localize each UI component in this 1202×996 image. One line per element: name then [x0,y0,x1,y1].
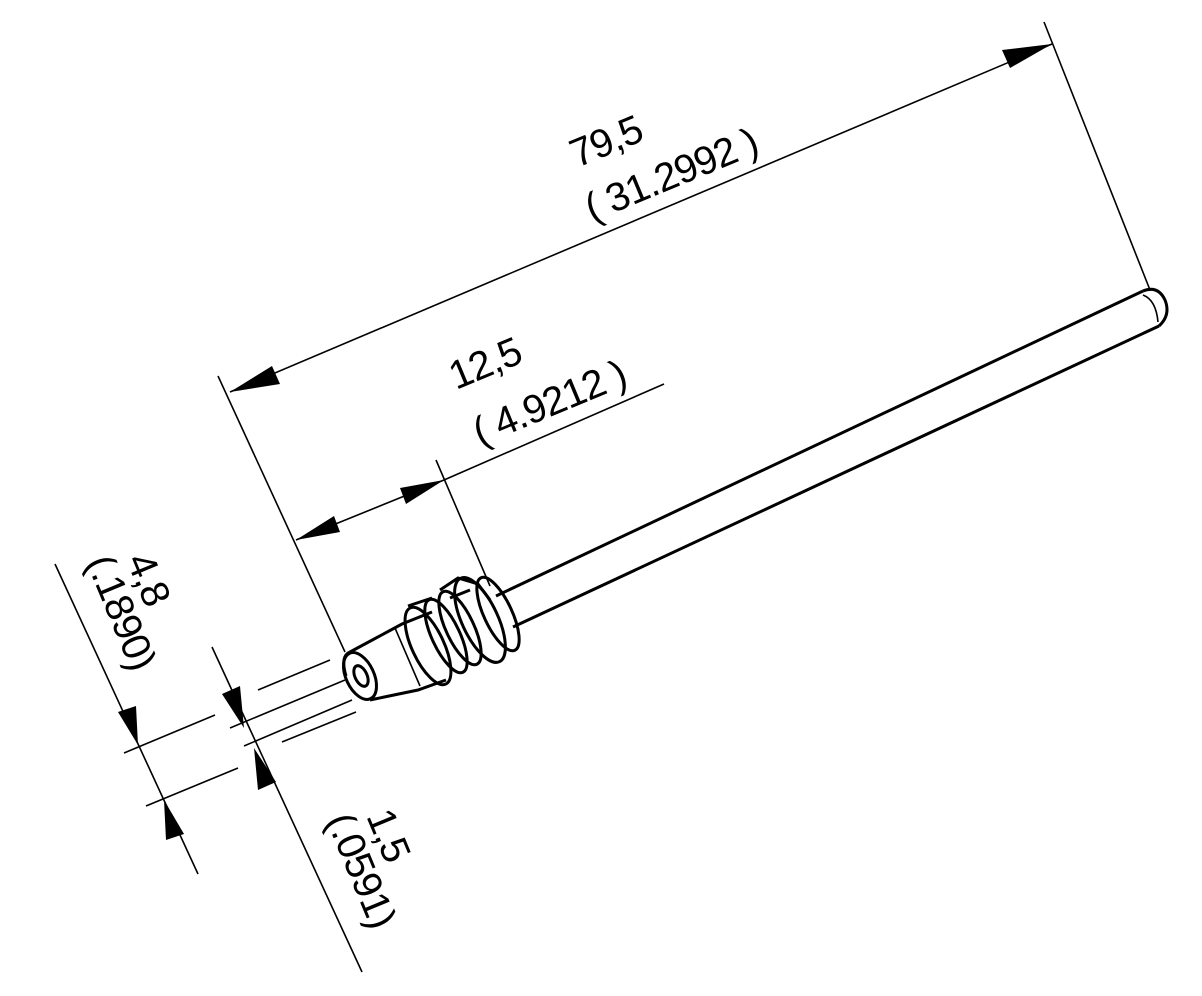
dimension-overall-length: 79,5 ( 31.2992 ) [217,21,1151,653]
dim-arrow-right-overall [1002,44,1052,68]
nozzle-tip-body [341,575,521,702]
dim-arrow-top-od [118,706,138,745]
dimension-tip-length: 12,5 ( 4.9212 ) [295,329,665,587]
tip-length-value: 12,5 [443,329,528,398]
dim-arrow-top-id [222,686,244,728]
dim-arrow-bottom-id [254,748,276,790]
nozzle-shaft [495,287,1169,629]
dim-arrow-left-overall [230,366,280,392]
dimension-outer-diameter: 4,8 (.1890) [54,547,239,875]
dim-arrow-left-tip [296,516,340,540]
dim-arrow-bottom-od [164,800,184,840]
dim-arrow-right-tip [400,480,444,504]
